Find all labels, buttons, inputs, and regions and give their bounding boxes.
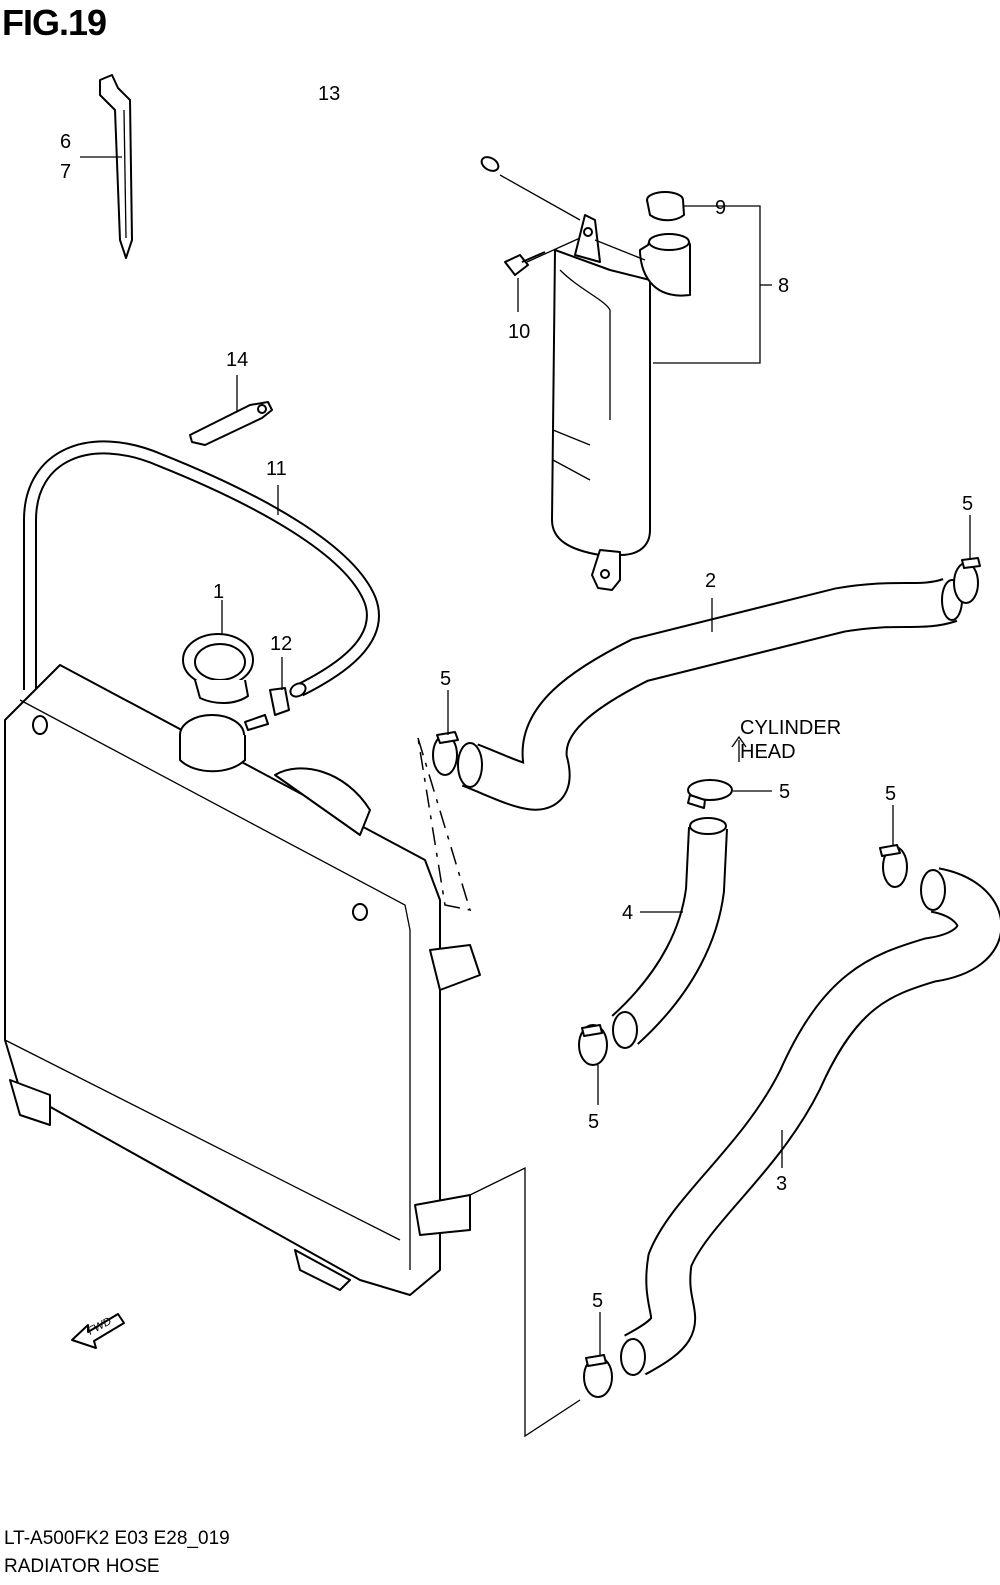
- callout-12: 12: [270, 633, 292, 655]
- callout-5c: 5: [779, 781, 790, 803]
- callout-5e: 5: [588, 1111, 599, 1133]
- callout-10: 10: [508, 321, 530, 343]
- callout-5b: 5: [962, 493, 973, 515]
- leader-lines: [417, 174, 772, 1438]
- callout-13: 13: [318, 83, 340, 105]
- callout-7: 7: [60, 161, 71, 183]
- part-1-radiator-cap: [182, 600, 254, 704]
- callout-5f: 5: [592, 1290, 603, 1312]
- callout-14: 14: [226, 349, 248, 371]
- part-6-7-cable-tie: [80, 74, 133, 259]
- part-5-hose-clamp: [578, 1024, 608, 1105]
- annotation-head: HEAD: [740, 741, 796, 763]
- part-9-reservoir-cap: [646, 191, 685, 222]
- part-5-hose-clamp: [432, 690, 459, 776]
- part-5-hose-clamp: [583, 1312, 613, 1398]
- part-5-hose-clamp: [879, 805, 908, 888]
- part-12-hose-clamp-small: [269, 657, 290, 716]
- callout-1: 1: [213, 581, 224, 603]
- part-11-overflow-hose: [23, 440, 380, 698]
- radiator-body: [4, 664, 481, 1296]
- part-5-hose-clamp: [953, 515, 981, 604]
- part-2-radiator-hose: [457, 577, 963, 811]
- figure-title: FIG.19: [2, 2, 107, 43]
- part-14-hose-clip: [189, 375, 273, 446]
- callout-11: 11: [266, 458, 287, 480]
- callout-9: 9: [715, 197, 726, 219]
- part-8-reservoir-tank: [551, 214, 691, 591]
- part-5-hose-clamp: [687, 779, 772, 809]
- callout-5a: 5: [440, 668, 451, 690]
- fwd-direction-arrow: FWD: [71, 1313, 125, 1349]
- callout-8: 8: [778, 275, 789, 297]
- callout-5d: 5: [885, 783, 896, 805]
- part-3-radiator-hose: [620, 867, 1000, 1376]
- footer-section-name: RADIATOR HOSE: [4, 1556, 160, 1577]
- callout-3: 3: [776, 1173, 787, 1195]
- callout-6: 6: [60, 131, 71, 153]
- part-10-bolt: [504, 251, 546, 312]
- footer-model-code: LT-A500FK2 E03 E28_019: [4, 1528, 230, 1549]
- part-13-breather-hose: [94, 117, 500, 665]
- callout-labels: 1 2 3 4 5 5 5 5 5 5 6 7 8 9 10 11 12 13 …: [60, 83, 973, 1312]
- part-4-radiator-hose: [611, 817, 728, 1049]
- callout-2: 2: [705, 570, 716, 592]
- callout-4: 4: [622, 902, 633, 924]
- annotation-cylinder: CYLINDER: [740, 717, 841, 739]
